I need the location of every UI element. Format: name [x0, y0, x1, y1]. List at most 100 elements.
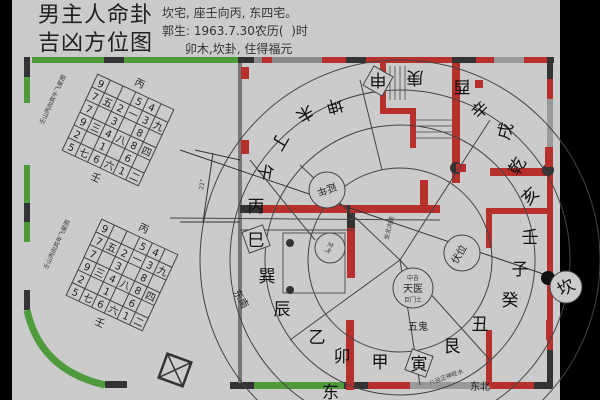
- compass-symbol-icon: [157, 352, 193, 388]
- svg-text:2: 2: [115, 103, 125, 116]
- svg-text:丙: 丙: [136, 222, 150, 236]
- compass-rings: [169, 59, 600, 400]
- svg-text:9: 9: [99, 224, 109, 237]
- svg-text:1: 1: [101, 286, 111, 299]
- wall-top-green: [32, 57, 238, 63]
- svg-text:1: 1: [97, 141, 107, 154]
- svg-text:五: 五: [100, 96, 114, 110]
- svg-text:七: 七: [77, 146, 91, 161]
- mountain-mao: 卯: [334, 347, 351, 367]
- svg-text:壬: 壬: [93, 315, 107, 330]
- title-line-2: 吉凶方位图: [38, 31, 154, 56]
- svg-text:5: 5: [137, 241, 147, 254]
- mountain-gen: 艮: [444, 337, 461, 357]
- svg-text:4: 4: [146, 102, 156, 115]
- mountain-kun: 坤: [324, 93, 346, 117]
- mountain-hai: 亥: [518, 184, 544, 210]
- info-line-1: 坎宅, 座壬向丙, 东四宅。: [162, 6, 298, 20]
- flying-star-chart-top: 9 5 4 7 五 2 一 3 九 7 3 8 9 三 4 八 8 四 2 1 …: [38, 73, 175, 187]
- svg-text:8: 8: [132, 285, 142, 298]
- info-line-2: 郭生: 1963.7.30农历( )时: [162, 24, 308, 38]
- svg-text:9: 9: [81, 262, 91, 275]
- mountain-shen: 申: [370, 69, 387, 89]
- diagram-canvas: [12, 0, 560, 400]
- mountain-chen: 辰: [274, 300, 291, 320]
- svg-text:丙: 丙: [132, 77, 146, 91]
- chart-caption: 壬山丙向宾午飞星图: [38, 73, 68, 125]
- mountain-gui: 癸: [502, 291, 519, 311]
- svg-text:七: 七: [81, 291, 95, 306]
- mountain-bing: 丙: [248, 197, 265, 217]
- house-info: 坎宅, 座壬向丙, 东四宅。 郭生: 1963.7.30农历( )时 卯木,坎卦…: [162, 4, 308, 58]
- svg-text:5: 5: [66, 142, 76, 155]
- svg-text:8: 8: [138, 273, 148, 286]
- svg-text:5: 5: [70, 287, 80, 300]
- svg-text:1: 1: [120, 311, 130, 324]
- direction-east: 东: [322, 383, 339, 400]
- tianyi-label: 天医: [403, 283, 423, 295]
- direction-southeast: 东南: [230, 287, 251, 311]
- svg-text:4: 4: [107, 273, 117, 286]
- mountain-jia: 甲: [372, 353, 389, 373]
- svg-text:三: 三: [93, 267, 107, 281]
- chart-caption: 壬山丙向宾年飞星图: [42, 218, 72, 270]
- svg-text:八: 八: [118, 279, 132, 293]
- mountain-xin: 辛: [468, 98, 494, 124]
- svg-text:九: 九: [155, 264, 169, 279]
- svg-text:六: 六: [106, 303, 120, 318]
- svg-text:7: 7: [87, 249, 97, 262]
- svg-text:6: 6: [122, 153, 132, 166]
- svg-text:3: 3: [109, 116, 119, 129]
- svg-text:8: 8: [134, 128, 144, 141]
- svg-text:6: 6: [91, 154, 101, 167]
- svg-text:二: 二: [131, 316, 145, 330]
- svg-text:五: 五: [104, 241, 118, 255]
- inner-star-circles: [308, 171, 583, 309]
- svg-text:八: 八: [114, 134, 128, 148]
- tianyi-element: 巨门土: [404, 296, 422, 304]
- mountain-xu: 戌: [494, 120, 518, 142]
- svg-text:四: 四: [139, 145, 153, 159]
- wall-hatch: [104, 57, 124, 63]
- svg-text:六: 六: [102, 158, 116, 173]
- mountain-geng: 庚: [407, 67, 424, 87]
- mountain-ren: 壬: [522, 228, 539, 248]
- svg-text:四: 四: [143, 290, 157, 304]
- svg-text:8: 8: [128, 140, 138, 153]
- mountain-wu: 午: [253, 162, 276, 182]
- mountain-wei: 未: [292, 100, 317, 126]
- svg-text:7: 7: [89, 91, 99, 104]
- mountain-you: 酉: [454, 76, 471, 96]
- svg-text:3: 3: [113, 261, 123, 274]
- svg-text:3: 3: [140, 115, 150, 128]
- orientation-label: 坐北向南: [382, 215, 396, 240]
- angle-label: 21°: [198, 179, 207, 191]
- info-line-3: 卯木,坎卦, 住得福元: [162, 42, 293, 56]
- mountain-zi: 子: [512, 260, 529, 280]
- mountain-yi: 乙: [309, 328, 326, 348]
- svg-text:5: 5: [133, 96, 143, 109]
- diagram-title: 男主人命卦 吉凶方位图: [38, 2, 153, 58]
- svg-text:7: 7: [93, 236, 103, 249]
- svg-text:4: 4: [150, 247, 160, 260]
- svg-text:3: 3: [144, 260, 154, 273]
- right-frame-border: [560, 0, 600, 400]
- svg-text:一: 一: [126, 108, 140, 122]
- svg-text:1: 1: [116, 166, 126, 179]
- title-line-1: 男主人命卦: [38, 3, 154, 28]
- svg-text:壬: 壬: [89, 170, 103, 185]
- svg-text:二: 二: [127, 171, 141, 185]
- svg-text:三: 三: [89, 122, 103, 136]
- flying-star-chart-bottom: 9 5 4 7 五 2 一 3 九 7 3 8 9 三 4 八 8 四 2 1 …: [42, 218, 179, 332]
- svg-text:4: 4: [103, 128, 113, 141]
- svg-text:2: 2: [72, 129, 82, 142]
- tianyi-rating: 中吉: [407, 274, 419, 282]
- wugui-label: 五鬼: [408, 320, 428, 333]
- svg-text:一: 一: [130, 253, 144, 267]
- svg-text:7: 7: [83, 104, 93, 117]
- svg-text:九: 九: [151, 119, 165, 134]
- svg-text:2: 2: [76, 274, 86, 287]
- mountain-si: 巳: [248, 231, 265, 251]
- svg-text:6: 6: [126, 298, 136, 311]
